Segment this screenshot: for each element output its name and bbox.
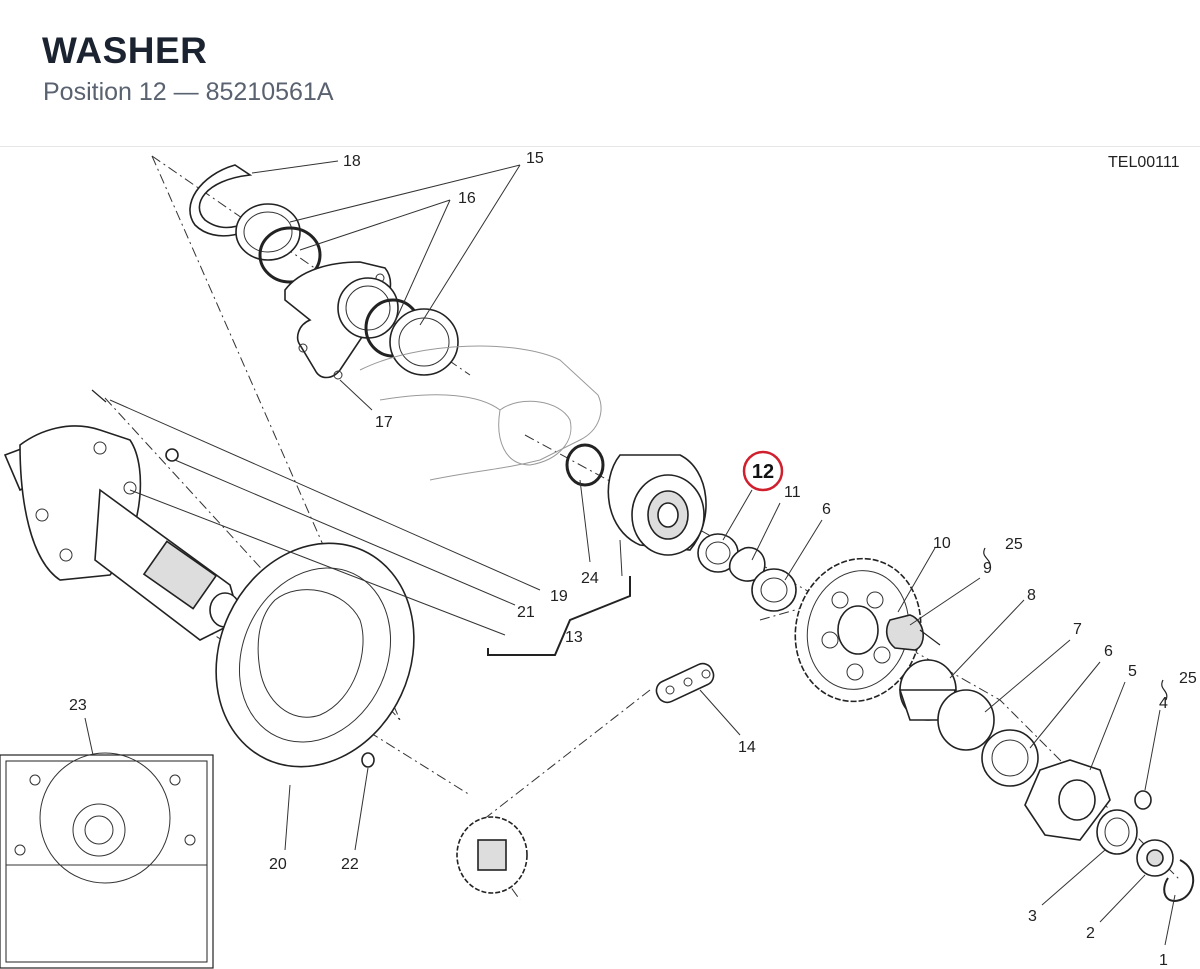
highlight-ring	[742, 450, 784, 492]
callout-21[interactable]: 21	[517, 604, 535, 621]
callout-25a[interactable]: 25	[1005, 536, 1023, 553]
callout-10[interactable]: 10	[933, 535, 951, 552]
callout-20[interactable]: 20	[269, 856, 287, 873]
highlighted-position-marker[interactable]: 12	[742, 450, 784, 492]
page-header: WASHER Position 12 — 85210561A	[0, 0, 1200, 147]
callout-4[interactable]: 4	[1159, 695, 1168, 712]
inset-view	[0, 752, 214, 969]
callout-7[interactable]: 7	[1073, 621, 1082, 638]
callout-9[interactable]: 9	[983, 560, 992, 577]
swing-arm-outline	[359, 345, 602, 481]
part-subtitle: Position 12 — 85210561A	[43, 78, 334, 106]
callout-2[interactable]: 2	[1086, 925, 1095, 942]
callout-17[interactable]: 17	[375, 414, 393, 431]
front-sprocket	[456, 816, 528, 894]
callout-16[interactable]: 16	[458, 190, 476, 207]
callout-6a[interactable]: 6	[822, 501, 831, 518]
callout-3[interactable]: 3	[1028, 908, 1037, 925]
leader-lines	[84, 160, 1176, 946]
callout-labels: 18 15 16 17 24 11 6 13 19 21 10 9 25 8 7…	[69, 150, 1197, 969]
callout-5[interactable]: 5	[1128, 663, 1137, 680]
upper-assembly	[189, 164, 459, 380]
brake-disc	[215, 542, 415, 768]
chain-segment	[655, 662, 715, 704]
callout-24[interactable]: 24	[581, 570, 599, 587]
reference-code: TEL00111	[1108, 154, 1180, 171]
callout-6b[interactable]: 6	[1104, 643, 1113, 660]
callout-11[interactable]: 11	[784, 484, 801, 501]
washer-group	[697, 533, 797, 612]
callout-22[interactable]: 22	[341, 856, 359, 873]
callout-13[interactable]: 13	[565, 629, 583, 646]
highlight-label: 12	[752, 461, 774, 483]
callout-15[interactable]: 15	[526, 150, 544, 167]
exploded-parts-diagram: TEL00111	[0, 150, 1197, 969]
callout-23[interactable]: 23	[69, 697, 87, 714]
eccentric-hub	[565, 443, 707, 556]
rear-shaft	[3, 389, 241, 641]
callout-25b[interactable]: 25	[1179, 670, 1197, 687]
callout-19[interactable]: 19	[550, 588, 568, 605]
flange-assembly	[885, 614, 1195, 902]
callout-1[interactable]: 1	[1159, 952, 1168, 969]
callout-14[interactable]: 14	[738, 739, 756, 756]
page-title: WASHER	[42, 30, 208, 71]
callout-8[interactable]: 8	[1027, 587, 1036, 604]
callout-18[interactable]: 18	[343, 153, 361, 170]
